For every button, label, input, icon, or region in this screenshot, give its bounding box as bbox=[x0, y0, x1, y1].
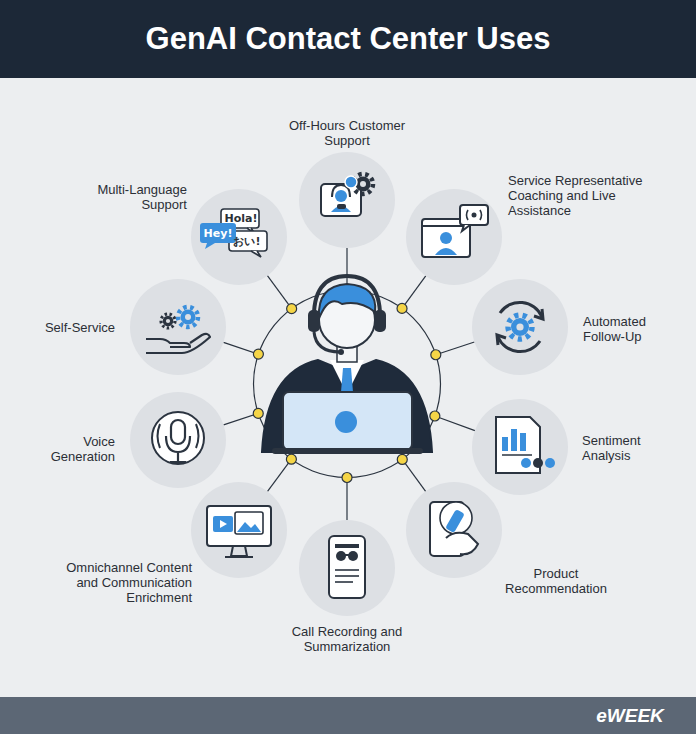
ring-dot bbox=[397, 303, 407, 313]
use-case-label: Product Recommendation bbox=[496, 566, 616, 596]
title: GenAI Contact Center Uses bbox=[0, 0, 696, 78]
use-case-label: Voice Generation bbox=[35, 434, 115, 464]
use-case-label: Self-Service bbox=[25, 320, 115, 335]
use-case-circle: Call Recording and Summarization bbox=[299, 520, 395, 616]
logo: eWEEK bbox=[596, 705, 664, 727]
use-case-circle: Omnichannel Content and Communication En… bbox=[191, 482, 287, 578]
spoke-line bbox=[435, 416, 475, 431]
use-case-label: Automated Follow-Up bbox=[583, 314, 673, 344]
bubble-text: おい! bbox=[233, 234, 260, 249]
use-case-label: Service Representative Coaching and Live… bbox=[508, 173, 658, 218]
use-case-circle: Automated Follow-Up bbox=[472, 279, 568, 375]
use-case-circle: Self-Service bbox=[130, 279, 226, 375]
use-case-icon bbox=[406, 482, 502, 578]
ring-dot bbox=[287, 304, 297, 314]
ring-dot bbox=[430, 411, 440, 421]
spoke-line bbox=[268, 459, 292, 491]
ring-dot bbox=[253, 408, 263, 418]
bubble-text: Hola! bbox=[225, 212, 258, 225]
bubble-text: Hey! bbox=[204, 227, 233, 240]
use-case-label: Off-Hours Customer Support bbox=[282, 118, 412, 148]
ring-dot bbox=[286, 454, 296, 464]
spoke-line bbox=[267, 276, 291, 309]
use-case-label: Sentiment Analysis bbox=[582, 433, 672, 463]
use-case-label: Call Recording and Summarization bbox=[277, 624, 417, 654]
use-case-icon bbox=[130, 392, 226, 488]
use-case-icon bbox=[472, 399, 568, 495]
ring-dot bbox=[431, 350, 441, 360]
footer-band bbox=[0, 697, 696, 734]
use-case-circle: Service Representative Coaching and Live… bbox=[406, 189, 502, 285]
use-case-label: Multi-Language Support bbox=[77, 182, 187, 212]
use-case-icon bbox=[130, 279, 226, 375]
ring-dot bbox=[397, 454, 407, 464]
spoke-line bbox=[402, 276, 426, 309]
use-case-label: Omnichannel Content and Communication En… bbox=[57, 560, 192, 605]
ring-dot bbox=[342, 473, 352, 483]
spoke-line bbox=[402, 459, 425, 491]
ring-dot bbox=[253, 349, 263, 359]
use-case-icon bbox=[472, 279, 568, 375]
use-case-icon bbox=[406, 189, 502, 285]
use-case-circle: Voice Generation bbox=[130, 392, 226, 488]
use-case-circle: Product Recommendation bbox=[406, 482, 502, 578]
use-case-circle: Off-Hours Customer Support bbox=[299, 152, 395, 248]
use-case-icon bbox=[299, 152, 395, 248]
spoke-line bbox=[436, 342, 475, 355]
use-case-icon bbox=[191, 482, 287, 578]
use-case-icon bbox=[299, 520, 395, 616]
spoke-line bbox=[346, 478, 347, 521]
use-case-circle: Sentiment Analysis bbox=[472, 399, 568, 495]
